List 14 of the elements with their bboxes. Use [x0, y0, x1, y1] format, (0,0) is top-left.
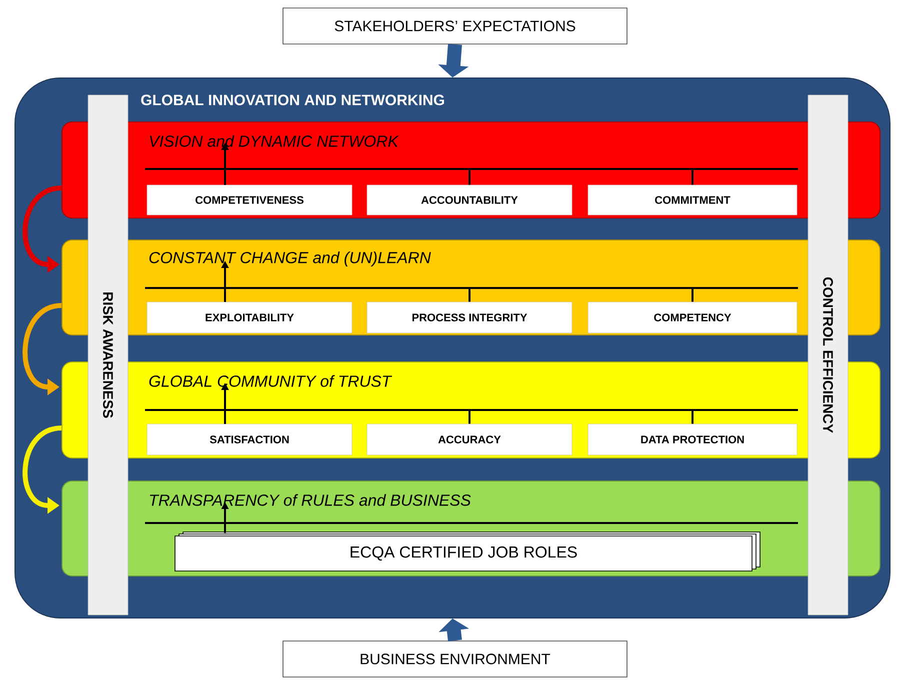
pillar: CONTROL EFFICIENCY [808, 94, 848, 616]
value-box: EXPLOITABILITY [146, 302, 352, 334]
value-box: COMPETENCY [588, 302, 798, 334]
value-box: ACCOUNTABILITY [366, 184, 572, 216]
value-box: PROCESS INTEGRITY [366, 302, 572, 334]
value-box: ACCURACY [366, 424, 572, 456]
value-box: DATA PROTECTION [588, 424, 798, 456]
stacked-box: ECQA CERTIFIED JOB ROLES [174, 532, 760, 572]
pillar: RISK AWARENESS [88, 94, 128, 616]
label-box: STAKEHOLDERS’ EXPECTATIONS [282, 8, 628, 44]
value-box: SATISFACTION [146, 424, 352, 456]
value-box: COMPETETIVENESS [146, 184, 352, 216]
label-box: BUSINESS ENVIRONMENT [282, 640, 628, 678]
value-box: COMMITMENT [588, 184, 798, 216]
